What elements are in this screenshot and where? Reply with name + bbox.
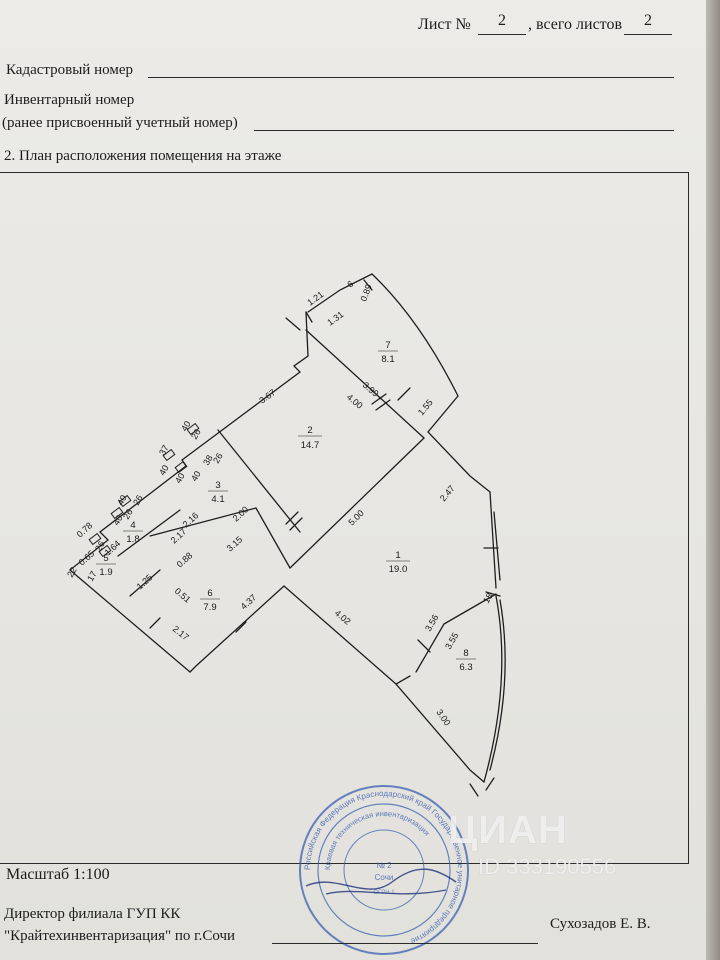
sheet-number-line <box>478 34 526 35</box>
dim-label: 40 <box>179 419 193 433</box>
dim-label: 40 <box>173 471 187 485</box>
wall-6-1 <box>255 507 291 569</box>
room7-curved-wall <box>371 273 459 397</box>
dim-label: 2.16 <box>181 510 201 529</box>
watermark-id: ID 333190556 <box>478 854 617 879</box>
dim-label: 1.31 <box>325 309 345 327</box>
signatory-name: Сухозадов Е. В. <box>550 916 651 932</box>
cadastral-line <box>148 77 674 78</box>
dim-label: 0.51 <box>173 586 193 605</box>
dim-label: 40 <box>111 513 125 527</box>
room-7-number: 7 <box>385 340 390 351</box>
section-title: 2. План расположения помещения на этаже <box>4 148 282 164</box>
room-1-number: 1 <box>395 550 400 561</box>
dim-label: 17 <box>85 569 99 583</box>
sheet-number: 2 <box>498 12 506 29</box>
dim-label: 40 <box>157 463 171 477</box>
inventory-line <box>254 130 674 131</box>
room-2-area: 14.7 <box>301 440 320 451</box>
dim-label: 26 <box>211 451 225 465</box>
dim-label: 3.56 <box>423 613 440 633</box>
dim-label: 40 <box>189 469 203 483</box>
room-labels: 1 19.0 2 14.7 3 4.1 4 1.8 5 1.9 6 7.9 7 … <box>96 340 476 673</box>
dim-label: 2.17 <box>171 624 191 643</box>
dim-label: 37 <box>157 443 171 457</box>
signature-line <box>272 943 538 944</box>
room-7-area: 8.1 <box>381 354 394 365</box>
wall-8b <box>443 593 497 625</box>
scale-label: Масштаб 1:100 <box>6 866 110 883</box>
dim-label: 0.78 <box>75 520 95 539</box>
dim-label: 38 <box>201 453 215 467</box>
room-6-number: 6 <box>207 588 212 599</box>
dim-label: 26 <box>121 507 135 521</box>
room-3-number: 3 <box>215 480 220 491</box>
room-8-number: 8 <box>463 648 468 659</box>
dim-label: 4.00 <box>345 392 365 411</box>
dim-label: 22 <box>65 565 79 579</box>
dim-label: 3.15 <box>225 534 245 553</box>
dim-label: 1.55 <box>416 397 435 417</box>
dim-label: 0.88 <box>175 550 195 569</box>
wall-5-6 <box>129 569 161 597</box>
dim-label: 0.89 <box>358 283 373 303</box>
room1-right-wall <box>489 491 497 589</box>
room-4-number: 4 <box>130 520 135 531</box>
signature <box>305 868 457 895</box>
director-line-2: "Крайтехинвентаризация" по г.Сочи <box>4 928 236 944</box>
room-3-area: 4.1 <box>211 494 224 505</box>
total-number-line <box>624 34 672 35</box>
dim-label: 26 <box>93 539 107 553</box>
bottom-wall <box>394 675 485 783</box>
dim-label: 3.67 <box>257 387 277 405</box>
left-walls <box>68 311 309 673</box>
outer-wall-right <box>427 395 491 493</box>
dim-label: 18 <box>481 591 495 605</box>
director-line-1: Директор филиала ГУП КК <box>4 906 181 922</box>
dim-label: 26 <box>189 427 203 441</box>
cadastral-label: Кадастровый номер <box>6 62 133 78</box>
dim-label: 1.25 <box>135 572 155 591</box>
room-1-area: 19.0 <box>389 564 408 575</box>
sheet-label: Лист № <box>418 16 471 33</box>
seal-center-line-2: Сочи <box>375 873 394 882</box>
dim-label: 26 <box>131 493 145 507</box>
dim-label: 1.21 <box>305 289 325 307</box>
wall-7-2 <box>305 329 425 439</box>
paper-edge-shadow <box>706 0 720 960</box>
wall-3-6 <box>149 507 257 537</box>
wall-8 <box>415 623 445 673</box>
room-4-area: 1.8 <box>126 534 139 545</box>
room-8-area: 6.3 <box>459 662 472 673</box>
dim-label: 3.00 <box>434 707 452 727</box>
wall-2-3 <box>217 429 301 533</box>
room-2-number: 2 <box>307 425 312 436</box>
dim-label: 2.00 <box>231 504 251 523</box>
dim-label: 2.47 <box>438 483 457 503</box>
room-6-area: 7.9 <box>203 602 216 613</box>
outer-wall <box>307 273 373 313</box>
inventory-label: Инвентарный номер <box>4 92 135 108</box>
official-seal: Российская Федерация Краснодарский край … <box>299 785 469 955</box>
room-5-number: 5 <box>103 553 108 564</box>
dim-label: 6 <box>345 279 355 290</box>
bottom-left-walls <box>189 585 397 685</box>
dim-label: 2.17 <box>169 526 189 545</box>
total-sheets-number: 2 <box>644 12 652 29</box>
wall-2-1 <box>289 437 425 569</box>
watermark-brand: ЦИАН <box>448 808 568 852</box>
seal-center-line-1: № 2 <box>376 861 392 870</box>
room-5-area: 1.9 <box>99 567 112 578</box>
dim-label: 40 <box>115 493 129 507</box>
total-sheets-label: , всего листов <box>528 16 623 33</box>
dim-label: 4.02 <box>333 608 353 627</box>
dim-label: 4.37 <box>239 592 259 611</box>
previous-number-label: (ранее присвоенный учетный номер) <box>2 115 238 131</box>
wall-4-5 <box>117 509 181 557</box>
room8-curved-wall <box>483 595 503 783</box>
dim-label: 3.55 <box>443 631 460 651</box>
